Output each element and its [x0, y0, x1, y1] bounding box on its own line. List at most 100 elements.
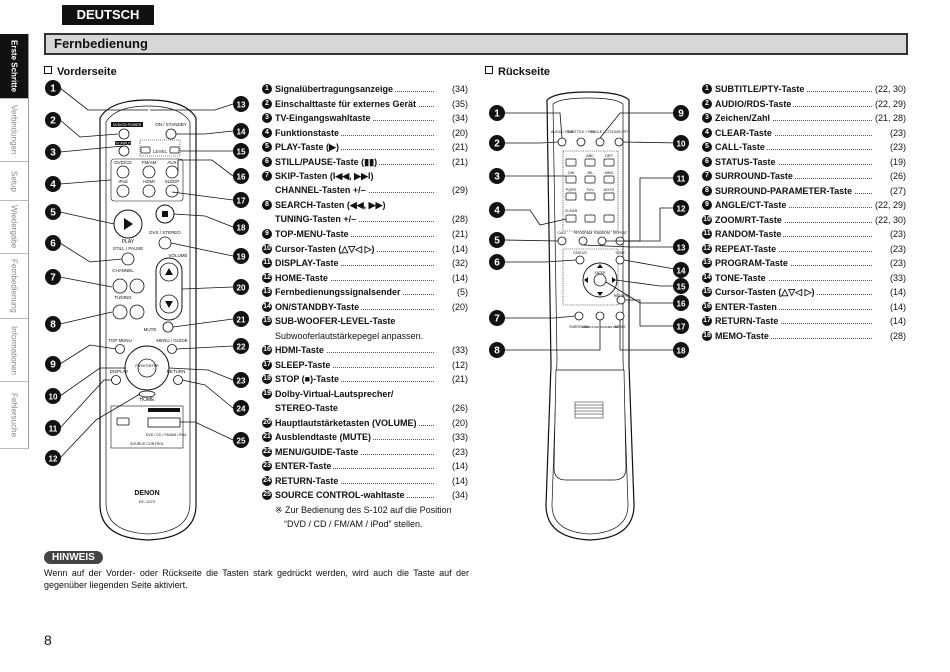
- item-label: ZOOM/RT-Taste: [715, 212, 784, 227]
- side-tab-erste-schritte[interactable]: Erste Schritte: [0, 34, 29, 99]
- item-page: (23): [449, 444, 468, 459]
- item-number: 6: [702, 156, 712, 167]
- svg-text:iPod: iPod: [118, 179, 128, 184]
- item-number: 14: [702, 272, 712, 283]
- side-tab-verbindungen[interactable]: Verbindungen: [0, 99, 29, 162]
- svg-text:VOLUME: VOLUME: [168, 253, 187, 258]
- svg-text:PROGRAM: PROGRAM: [574, 231, 593, 235]
- callout-marker: [233, 338, 249, 354]
- item-page: (22, 29): [872, 198, 906, 213]
- callout-marker: [673, 342, 689, 358]
- item-number: 4: [702, 127, 712, 138]
- item-label: SLEEP-Taste: [275, 357, 333, 372]
- callout-number: 2: [50, 116, 56, 127]
- side-tab-setup[interactable]: Setup: [0, 162, 29, 201]
- item-label: Ausblendtaste (MUTE): [275, 430, 374, 445]
- item-number: 21: [262, 432, 272, 442]
- svg-text:MENU / GUIDE: MENU / GUIDE: [156, 338, 187, 343]
- svg-text:CLEAR: CLEAR: [565, 209, 578, 213]
- callout-number: 22: [237, 343, 246, 352]
- item-number: 15: [702, 287, 712, 297]
- item-label: RETURN-Taste: [275, 473, 341, 488]
- callout-marker: [489, 202, 505, 218]
- item-page: (23): [887, 125, 906, 140]
- svg-text:JKL: JKL: [587, 171, 594, 175]
- item-page: (22, 29): [872, 96, 906, 111]
- callout-number: 16: [677, 300, 686, 309]
- item-label: Cursor-Tasten (△▽◁ ▷): [275, 241, 377, 256]
- item-number: 8: [702, 185, 712, 196]
- callout-number: 2: [494, 139, 500, 150]
- item-label: Dolby-Virtual-Lautsprecher/: [275, 386, 396, 401]
- item-number: 1: [702, 84, 712, 94]
- item-number: 13: [262, 287, 272, 297]
- svg-text:DVS / STEREO: DVS / STEREO: [149, 230, 181, 235]
- svg-text:REPEAT: REPEAT: [613, 231, 628, 235]
- item-label: SUBTITLE/PTY-Taste: [715, 82, 807, 97]
- side-tab-fernbedienung[interactable]: Fernbedienung: [0, 254, 29, 319]
- callout-number: 19: [237, 253, 246, 262]
- item-page: (20): [449, 415, 468, 430]
- item-number: 23: [262, 461, 272, 471]
- item-number: 25: [262, 490, 272, 500]
- item-label: TV-Eingangswahltaste: [275, 111, 373, 126]
- callout-marker: [45, 235, 61, 251]
- item-label: MENU/GUIDE-Taste: [275, 444, 361, 459]
- item-page: (14): [887, 285, 906, 300]
- item-number: 18: [262, 374, 272, 384]
- item-number: 12: [262, 272, 272, 283]
- item-number: 3: [262, 113, 272, 123]
- callout-marker: [489, 135, 505, 151]
- side-tab-wiedergabe[interactable]: Wiedergabe: [0, 201, 29, 254]
- item-label: SUB-WOOFER-LEVEL-Taste: [275, 314, 398, 329]
- item-page: (14): [887, 299, 906, 314]
- item-page: (23): [887, 140, 906, 155]
- side-tab-informationen[interactable]: Informationen: [0, 319, 29, 382]
- item-page: (27): [887, 183, 906, 198]
- item-label: STILL/PAUSE-Taste (▮▮): [275, 154, 380, 169]
- callout-number: 3: [50, 148, 56, 159]
- item-label: SEARCH-Tasten (◀◀, ▶▶): [275, 198, 388, 213]
- svg-text:DEF: DEF: [605, 154, 613, 158]
- callout-marker: [233, 311, 249, 327]
- callout-marker: [489, 342, 505, 358]
- svg-text:PQRS: PQRS: [566, 188, 577, 192]
- item-number: 1: [262, 84, 272, 94]
- page-number: 8: [44, 632, 52, 648]
- callout-marker: [45, 204, 61, 220]
- item-number: 11: [262, 258, 272, 268]
- item-page: (34): [449, 111, 468, 126]
- svg-text:TOP MENU: TOP MENU: [108, 338, 132, 343]
- callout-number: 18: [677, 347, 686, 356]
- callout-number: 9: [50, 360, 56, 371]
- callout-number: 6: [50, 239, 56, 250]
- item-number: 5: [702, 142, 712, 152]
- item-label: PROGRAM-Taste: [715, 256, 790, 271]
- svg-text:DVD / CD / FM/AM / iPod: DVD / CD / FM/AM / iPod: [146, 433, 187, 437]
- callout-marker: [489, 232, 505, 248]
- item-label: CLEAR-Taste: [715, 125, 774, 140]
- svg-text:STILL / PAUSE: STILL / PAUSE: [113, 246, 144, 251]
- item-number: 12: [702, 243, 712, 254]
- callout-number: 9: [678, 109, 684, 120]
- item-number: 16: [262, 345, 272, 355]
- side-tab-fehlersuche[interactable]: Fehlersuche: [0, 382, 29, 449]
- svg-text:SOURCE CONTROL: SOURCE CONTROL: [130, 442, 164, 446]
- callout-marker: [673, 239, 689, 255]
- callout-marker: [673, 278, 689, 294]
